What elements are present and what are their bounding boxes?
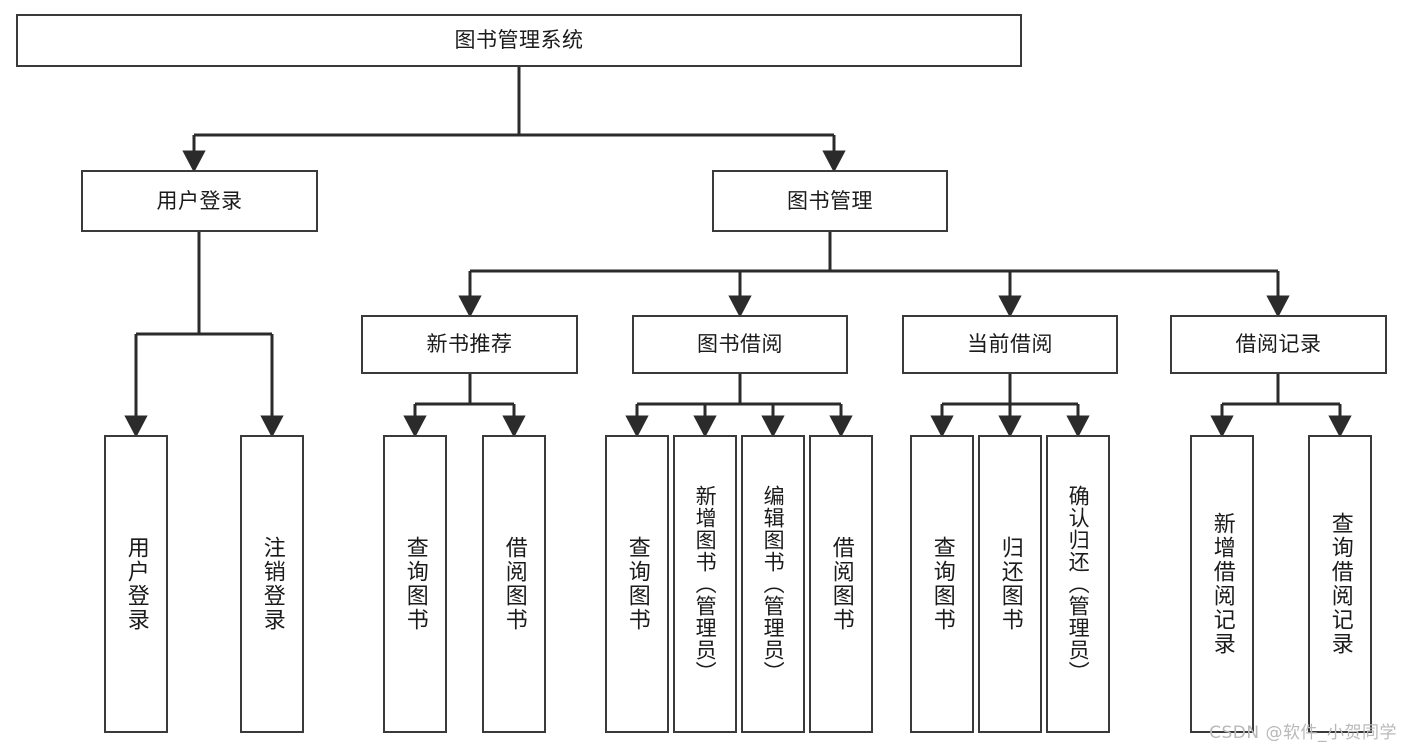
node-leaf-return-book[interactable]: 归还图书	[978, 435, 1042, 733]
node-root[interactable]: 图书管理系统	[16, 14, 1022, 67]
node-leaf-confirm-return-label: 确认归还（管理员）	[1066, 485, 1091, 683]
node-leaf-add-record[interactable]: 新增借阅记录	[1190, 435, 1254, 733]
node-leaf-user-login[interactable]: 用户登录	[104, 435, 168, 733]
node-leaf-borrow-book-1[interactable]: 借阅图书	[482, 435, 546, 733]
node-new-book-rec-label: 新书推荐	[426, 332, 513, 356]
node-leaf-add-record-label: 新增借阅记录	[1209, 512, 1235, 656]
node-root-label: 图书管理系统	[454, 28, 584, 52]
node-current-borrow[interactable]: 当前借阅	[902, 315, 1118, 374]
node-book-manage[interactable]: 图书管理	[712, 170, 948, 232]
node-book-borrow-label: 图书借阅	[697, 332, 783, 356]
node-leaf-query-record-label: 查询借阅记录	[1327, 512, 1353, 656]
node-borrow-record-label: 借阅记录	[1235, 332, 1322, 356]
node-book-manage-label: 图书管理	[787, 188, 873, 213]
node-leaf-user-login-label: 用户登录	[123, 536, 149, 632]
node-leaf-query-book-1[interactable]: 查询图书	[383, 435, 447, 733]
node-leaf-user-logout-label: 注销登录	[259, 536, 285, 632]
node-leaf-query-record[interactable]: 查询借阅记录	[1308, 435, 1372, 733]
node-leaf-query-book-3-label: 查询图书	[929, 536, 955, 632]
node-new-book-rec[interactable]: 新书推荐	[361, 315, 578, 374]
node-leaf-query-book-2[interactable]: 查询图书	[605, 435, 669, 733]
node-leaf-add-book[interactable]: 新增图书（管理员）	[673, 435, 737, 733]
node-leaf-user-logout[interactable]: 注销登录	[240, 435, 304, 733]
csdn-watermark: CSDN @软件_小贺同学	[1209, 723, 1397, 743]
node-user-login-label: 用户登录	[156, 188, 243, 213]
node-leaf-edit-book-label: 编辑图书（管理员）	[761, 485, 786, 683]
node-leaf-query-book-3[interactable]: 查询图书	[910, 435, 974, 733]
node-leaf-confirm-return[interactable]: 确认归还（管理员）	[1046, 435, 1110, 733]
node-leaf-borrow-book-2-label: 借阅图书	[828, 536, 854, 632]
node-current-borrow-label: 当前借阅	[967, 332, 1053, 356]
node-leaf-edit-book[interactable]: 编辑图书（管理员）	[741, 435, 805, 733]
node-leaf-borrow-book-2[interactable]: 借阅图书	[809, 435, 873, 733]
node-leaf-return-book-label: 归还图书	[997, 536, 1023, 632]
node-user-login[interactable]: 用户登录	[81, 170, 318, 232]
node-leaf-query-book-2-label: 查询图书	[624, 536, 650, 632]
node-leaf-query-book-1-label: 查询图书	[402, 536, 428, 632]
node-book-borrow[interactable]: 图书借阅	[632, 315, 848, 374]
node-leaf-borrow-book-1-label: 借阅图书	[501, 536, 527, 632]
node-borrow-record[interactable]: 借阅记录	[1170, 315, 1387, 374]
node-leaf-add-book-label: 新增图书（管理员）	[693, 485, 718, 683]
